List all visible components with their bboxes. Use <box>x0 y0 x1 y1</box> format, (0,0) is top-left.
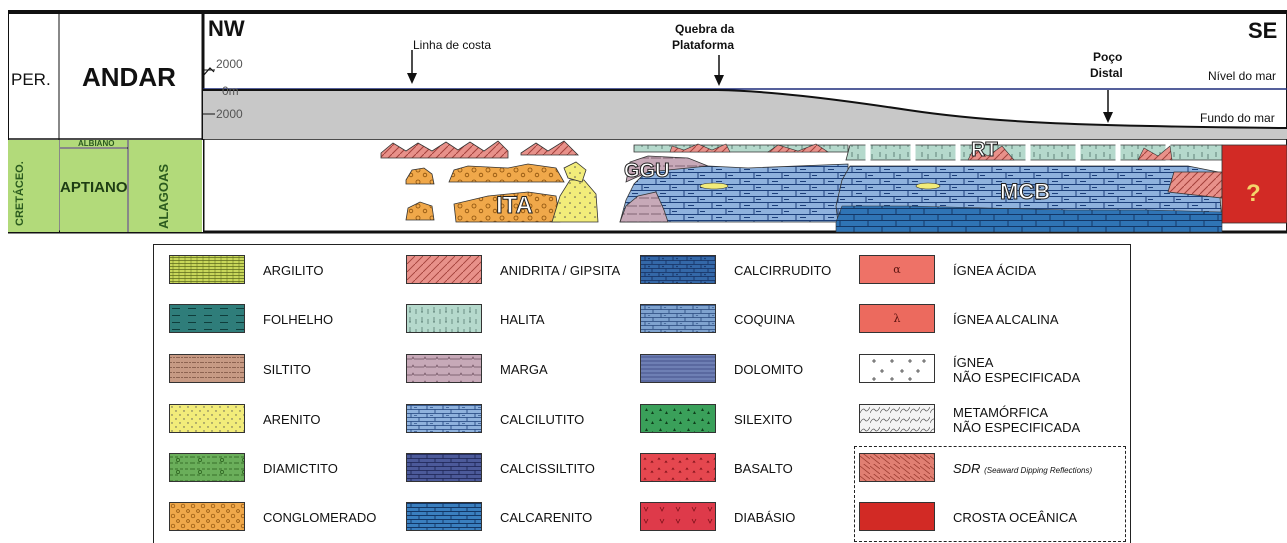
unit-ita-label: ITA <box>496 192 534 220</box>
diamictito-swatch <box>169 453 245 482</box>
coastline-label: Linha de costa <box>413 38 492 52</box>
stage-albiano: ALBIANO <box>78 139 115 148</box>
sea-level-label: Nível do mar <box>1208 69 1277 83</box>
arenito-swatch <box>169 404 245 433</box>
calcirrudito-swatch <box>640 255 716 284</box>
sdr-group-box <box>854 446 1126 542</box>
conglomerado-swatch <box>169 502 245 531</box>
sdr-label-note: (Seaward Dipping Reflections) <box>984 466 1093 475</box>
ignea-acida-symbol: α <box>893 263 901 276</box>
ignea-acida-swatch: α <box>859 255 935 284</box>
direction-northwest: NW <box>208 16 245 41</box>
coquina-swatch <box>640 304 716 333</box>
conglomerado-label: CONGLOMERADO <box>263 510 377 525</box>
coquina-label: COQUINA <box>734 312 795 327</box>
calcarenito-swatch <box>406 502 482 531</box>
shelf-break-label-line2: Plataforma <box>672 38 735 52</box>
shelf-break-label-line1: Quebra da <box>675 22 735 36</box>
dolomito-label: DOLOMITO <box>734 362 804 377</box>
depth-scale-top: 2000 <box>216 57 243 71</box>
lithology-legend: ARGILITO FOLHELHO SILTITO ARENITO DIAMIC… <box>153 244 1131 543</box>
ignea-alcalina-label: ÍGNEA ALCALINA <box>953 312 1059 327</box>
unit-mcb-label: MCB <box>999 179 1051 205</box>
calcilutito-label: CALCILUTITO <box>500 412 585 427</box>
basalto-swatch <box>640 453 716 482</box>
depth-scale-zero: 0m <box>222 84 239 98</box>
siltito-swatch <box>169 354 245 383</box>
column-header-stage: ANDAR <box>82 62 176 92</box>
calcirrudito-label: CALCIRRUDITO <box>734 263 832 278</box>
ignea-alcalina-swatch: λ <box>859 304 935 333</box>
ignea-nao-especificada-label-line1: ÍGNEA <box>953 355 994 370</box>
crosta-oceanica-swatch <box>859 502 935 531</box>
diamictito-label: DIAMICTITO <box>263 461 338 476</box>
unknown-crust-label: ? <box>1246 180 1261 207</box>
local-stage-alagoas: ALAGOAS <box>156 164 171 229</box>
diabasio-label: DIABÁSIO <box>734 510 796 525</box>
sdr-label-abbrev: SDR <box>953 461 981 476</box>
anidrita-swatch <box>406 255 482 284</box>
basalto-label: BASALTO <box>734 461 793 476</box>
distal-well-label-line1: Poço <box>1093 50 1123 64</box>
distal-well-label-line2: Distal <box>1090 66 1123 80</box>
period-cretaceous: CRETÁCEO. <box>14 161 26 226</box>
arenito-label: ARENITO <box>263 412 321 427</box>
folhelho-label: FOLHELHO <box>263 312 334 327</box>
calcissiltito-swatch <box>406 453 482 482</box>
marga-swatch <box>406 354 482 383</box>
marga-label: MARGA <box>500 362 548 377</box>
calcissiltito-label: CALCISSILTITO <box>500 461 595 476</box>
argilito-label: ARGILITO <box>263 263 324 278</box>
silexito-swatch <box>640 404 716 433</box>
depth-scale-bottom: 2000 <box>216 107 243 121</box>
column-header-period: PER. <box>11 70 51 89</box>
sdr-swatch <box>859 453 935 482</box>
sea-floor-label: Fundo do mar <box>1200 111 1275 125</box>
ignea-nao-especificada-swatch <box>859 354 935 383</box>
anidrita-label: ANIDRITA / GIPSITA <box>500 263 621 278</box>
halita-label: HALITA <box>500 312 545 327</box>
dolomito-swatch <box>640 354 716 383</box>
crosta-oceanica-label: CROSTA OCEÂNICA <box>953 510 1078 525</box>
section-drawing <box>8 10 1287 234</box>
ignea-acida-label: ÍGNEA ÁCIDA <box>953 263 1037 278</box>
unit-rt-label: RT <box>971 139 999 162</box>
sdr-label: SDR (Seaward Dipping Reflections) <box>953 461 1092 478</box>
metamorfica-label-line2: NÃO ESPECIFICADA <box>953 420 1081 435</box>
calcarenito-label: CALCARENITO <box>500 510 593 525</box>
siltito-label: SILTITO <box>263 362 311 377</box>
metamorfica-swatch <box>859 404 935 433</box>
unit-ggu-label: GGU <box>624 160 671 183</box>
ignea-alcalina-symbol: λ <box>893 312 901 325</box>
calcilutito-swatch <box>406 404 482 433</box>
halita-swatch <box>406 304 482 333</box>
diabasio-swatch <box>640 502 716 531</box>
geological-cross-section: PER. ANDAR NW SE 2000 0m 2000 Linha de c… <box>8 10 1287 234</box>
metamorfica-label-line1: METAMÓRFICA <box>953 405 1049 420</box>
folhelho-swatch <box>169 304 245 333</box>
ignea-nao-especificada-label-line2: NÃO ESPECIFICADA <box>953 370 1081 385</box>
stage-aptiano: APTIANO <box>60 179 128 196</box>
silexito-label: SILEXITO <box>734 412 793 427</box>
direction-southeast: SE <box>1248 18 1278 43</box>
argilito-swatch <box>169 255 245 284</box>
